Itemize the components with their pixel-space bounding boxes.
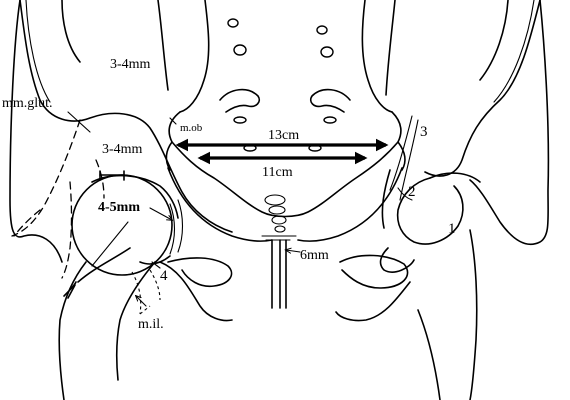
gluteal-muscle-label: mm.glut. xyxy=(2,96,53,111)
obturator-muscle-label: m.ob xyxy=(180,122,203,134)
joint-space-lower-label: 4-5mm xyxy=(98,200,140,215)
pointer-lines xyxy=(67,111,301,307)
marker-1: 1 xyxy=(448,221,456,237)
left-hip xyxy=(58,174,233,400)
pubic-symphysis xyxy=(261,235,297,309)
joint-space-bracket xyxy=(99,170,125,181)
pelvic-inlet xyxy=(167,167,403,242)
joint-space-upper-label: 3-4mm xyxy=(102,142,143,157)
marker-4: 4 xyxy=(160,268,168,284)
pelvic-width-inner-label: 11cm xyxy=(262,165,293,180)
sacrum xyxy=(165,0,406,233)
right-hip xyxy=(335,115,481,400)
gluteal-muscle-outline xyxy=(11,119,105,279)
symphysis-gap-label: 6mm xyxy=(300,248,329,263)
iliacus-muscle-label: m.il. xyxy=(138,317,164,332)
pelvic-width-outer-label: 13cm xyxy=(268,128,299,143)
sacrum-gap-label: 3-4mm xyxy=(110,57,151,72)
iliacus-outline xyxy=(131,269,161,315)
marker-2: 2 xyxy=(408,184,416,200)
left-ilium xyxy=(9,0,233,263)
left-femoral-head xyxy=(71,174,173,276)
marker-3: 3 xyxy=(420,124,428,140)
